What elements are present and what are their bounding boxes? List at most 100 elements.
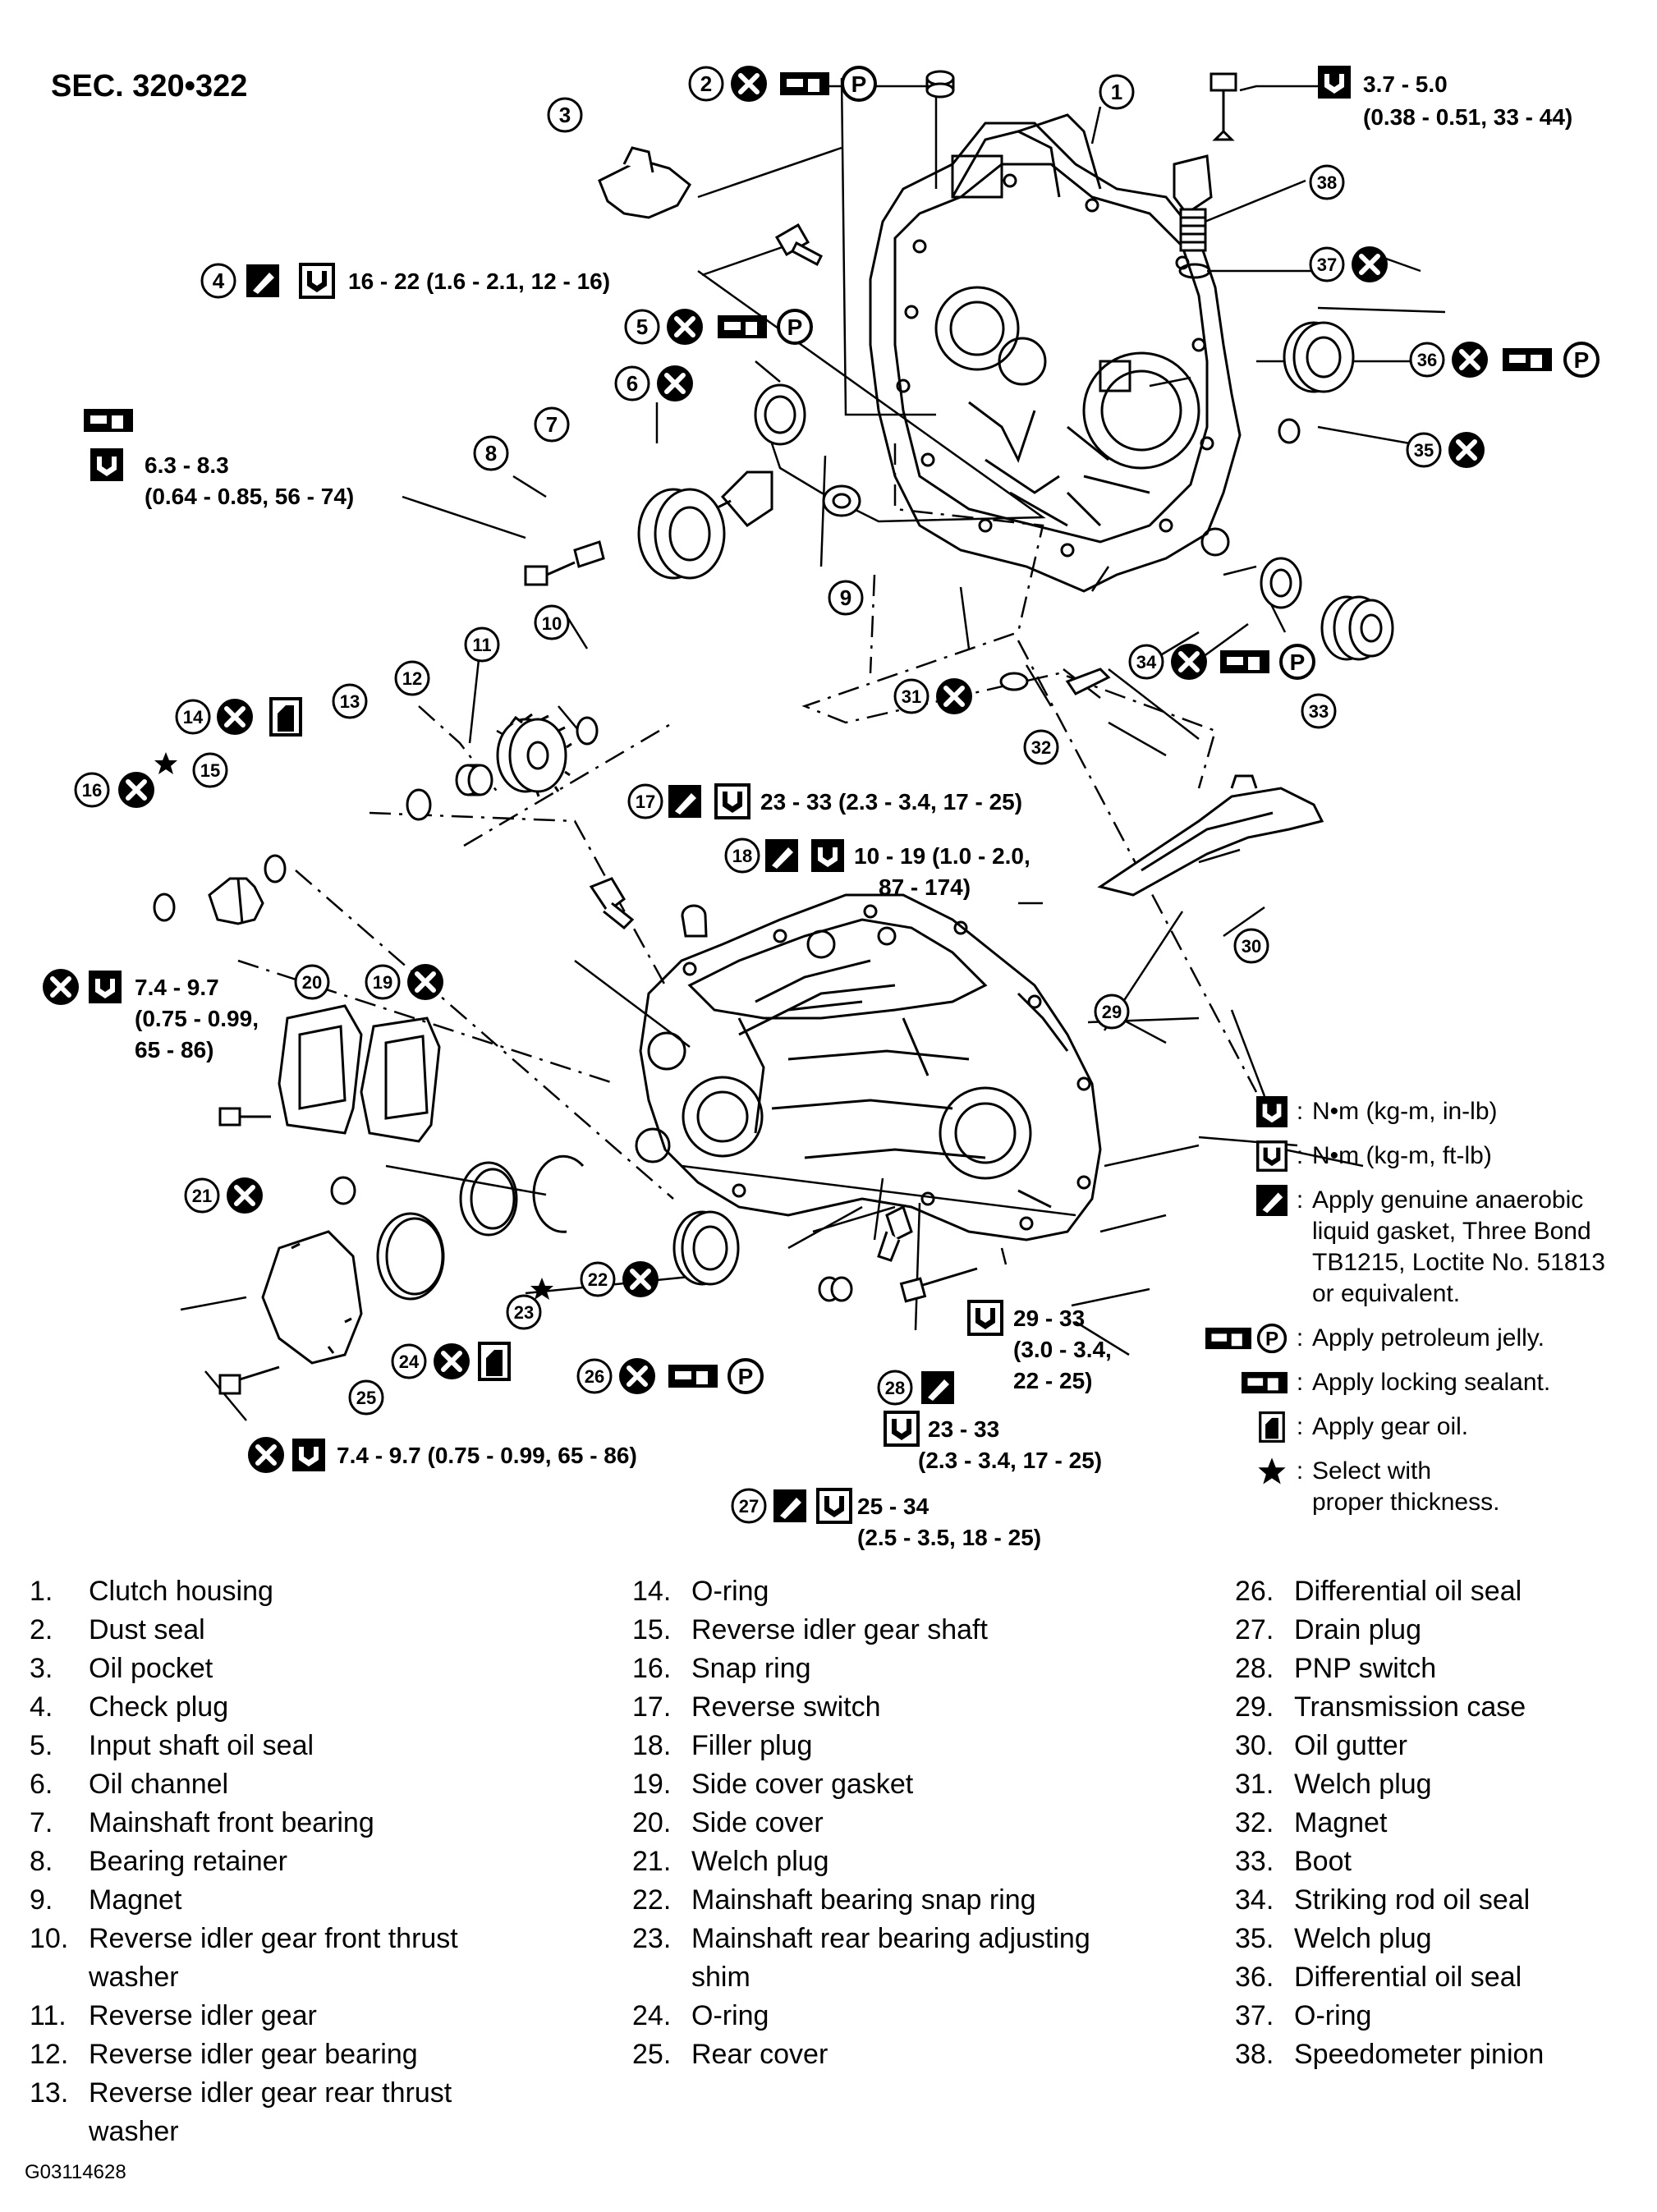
part-number: 15. xyxy=(632,1614,672,1645)
part-number: 2. xyxy=(30,1614,53,1645)
part-number: 26. xyxy=(1235,1576,1274,1607)
svg-text:35: 35 xyxy=(1414,440,1434,461)
torque-38-line2: (0.38 - 0.51, 33 - 44) xyxy=(1363,104,1572,130)
part-number: 19. xyxy=(632,1769,672,1800)
part-o-ring-24 xyxy=(376,1212,445,1301)
wrench-open-icon xyxy=(1256,1140,1288,1172)
part-number: 31. xyxy=(1235,1769,1274,1800)
part-name: Clutch housing xyxy=(89,1576,273,1607)
torque-27-line1: 25 - 34 xyxy=(857,1494,929,1519)
part-name: O-ring xyxy=(691,1576,769,1607)
part-boot xyxy=(1320,595,1394,661)
part-name: Welch plug xyxy=(1294,1769,1432,1800)
part-number: 38. xyxy=(1235,2039,1274,2070)
svg-text:13: 13 xyxy=(340,691,360,712)
part-number: 28. xyxy=(1235,1653,1274,1684)
legend-icons xyxy=(1215,1367,1288,1398)
legend-text: N•m (kg-m, in-lb) xyxy=(1312,1098,1498,1125)
part-name: Magnet xyxy=(1294,1807,1388,1838)
parts-list-item: 5.Input shaft oil seal xyxy=(30,1727,458,1765)
callout-19: 19 xyxy=(365,964,401,1000)
parts-list-item: 8.Bearing retainer xyxy=(30,1843,458,1881)
callout-38: 38 xyxy=(1309,164,1345,200)
part-number: 18. xyxy=(632,1730,672,1761)
part-name: Reverse idler gear xyxy=(89,2000,317,2031)
part-number: 10. xyxy=(30,1923,69,1954)
part-name: O-ring xyxy=(691,2000,769,2031)
part-name: Rear cover xyxy=(691,2039,828,2070)
torque-28-line1: 23 - 33 xyxy=(928,1416,999,1442)
svg-text:4: 4 xyxy=(213,268,225,293)
parts-list-item: 31. Welch plug xyxy=(1235,1765,1544,1804)
torque-20-line1: 7.4 - 9.7 xyxy=(135,975,219,1000)
parts-list-item: 13.Reverse idler gear rear thrust washer xyxy=(30,2074,458,2151)
legend-colon: : xyxy=(1296,1098,1304,1125)
callout-21: 21 xyxy=(184,1177,220,1214)
svg-text:19: 19 xyxy=(373,972,392,993)
torque-29-line1: 29 - 33 xyxy=(1013,1306,1085,1331)
part-name: Oil channel xyxy=(89,1769,229,1800)
part-snap-ring-16 xyxy=(153,893,176,922)
part-pnp-switch xyxy=(877,1205,913,1262)
svg-text:37: 37 xyxy=(1317,255,1337,275)
part-o-ring-37 xyxy=(1178,263,1211,279)
torque-29-line3: 22 - 25) xyxy=(1013,1368,1093,1393)
svg-text:P: P xyxy=(1265,1329,1278,1351)
part-number: 5. xyxy=(30,1730,53,1761)
svg-text:36: 36 xyxy=(1417,350,1437,370)
callout-20: 20 xyxy=(294,964,330,1000)
part-number: 33. xyxy=(1235,1846,1274,1877)
parts-list-item: 2.Dust seal xyxy=(30,1611,458,1650)
parts-list-item: 4.Check plug xyxy=(30,1688,458,1727)
callout-13: 13 xyxy=(332,683,368,719)
callout-6: 6 xyxy=(614,365,650,402)
parts-list-item: 9.Magnet xyxy=(30,1881,458,1920)
legend-colon: : xyxy=(1296,1457,1304,1485)
part-number: 3. xyxy=(30,1653,53,1684)
transmission-case xyxy=(635,893,1102,1241)
svg-text:10: 10 xyxy=(542,613,562,634)
svg-text:28: 28 xyxy=(885,1378,905,1398)
part-snap-ring-22 xyxy=(532,1154,585,1233)
svg-text:29: 29 xyxy=(1102,1002,1122,1022)
svg-text:1: 1 xyxy=(1111,80,1122,104)
symbol-legend: :N•m (kg-m, in-lb):N•m (kg-m, ft-lb):App… xyxy=(1205,1096,1642,1531)
part-name: Mainshaft bearing snap ring xyxy=(691,1884,1036,1916)
parts-list-item: 19. Side cover gasket xyxy=(632,1765,1090,1804)
star-icon xyxy=(1256,1456,1288,1487)
callout-36: 36 xyxy=(1409,342,1445,378)
torque-specs: 3.7 - 5.0 (0.38 - 0.51, 33 - 44) 16 - 22… xyxy=(135,71,1572,1550)
parts-list-item: 33.Boot xyxy=(1235,1843,1544,1881)
callout-30: 30 xyxy=(1233,928,1269,964)
part-number: 36. xyxy=(1235,1962,1274,1993)
parts-list-item: 29.Transmission case xyxy=(1235,1688,1544,1727)
callout-4: 4 xyxy=(200,263,236,299)
parts-list-item: 6. Oil channel xyxy=(30,1765,458,1804)
part-number: 21. xyxy=(632,1846,672,1877)
part-name: Welch plug xyxy=(691,1846,829,1877)
callout-2: 2 xyxy=(688,66,724,102)
svg-text:25: 25 xyxy=(356,1388,376,1408)
part-thrust-washer-10 xyxy=(576,716,599,746)
svg-text:21: 21 xyxy=(192,1186,212,1206)
callout-34: 34 xyxy=(1128,644,1164,680)
part-name: Side cover gasket xyxy=(691,1769,914,1800)
part-number: 16. xyxy=(632,1653,672,1684)
svg-text:22: 22 xyxy=(588,1269,608,1290)
svg-text:18: 18 xyxy=(732,846,752,866)
torque-20-line3: 65 - 86) xyxy=(135,1037,214,1062)
part-number: 12. xyxy=(30,2039,69,2070)
part-bolt-25 xyxy=(218,1365,280,1395)
callout-32: 32 xyxy=(1023,729,1059,765)
part-number: 27. xyxy=(1235,1614,1274,1645)
part-name: Oil gutter xyxy=(1294,1730,1407,1761)
legend-colon: : xyxy=(1296,1369,1304,1396)
part-name: Snap ring xyxy=(691,1653,811,1684)
svg-text:2: 2 xyxy=(700,71,712,96)
part-magnet-upper xyxy=(822,484,861,517)
legend-icons xyxy=(1215,1185,1288,1216)
part-number: 6. xyxy=(30,1769,53,1800)
part-filler-plug xyxy=(681,904,708,938)
